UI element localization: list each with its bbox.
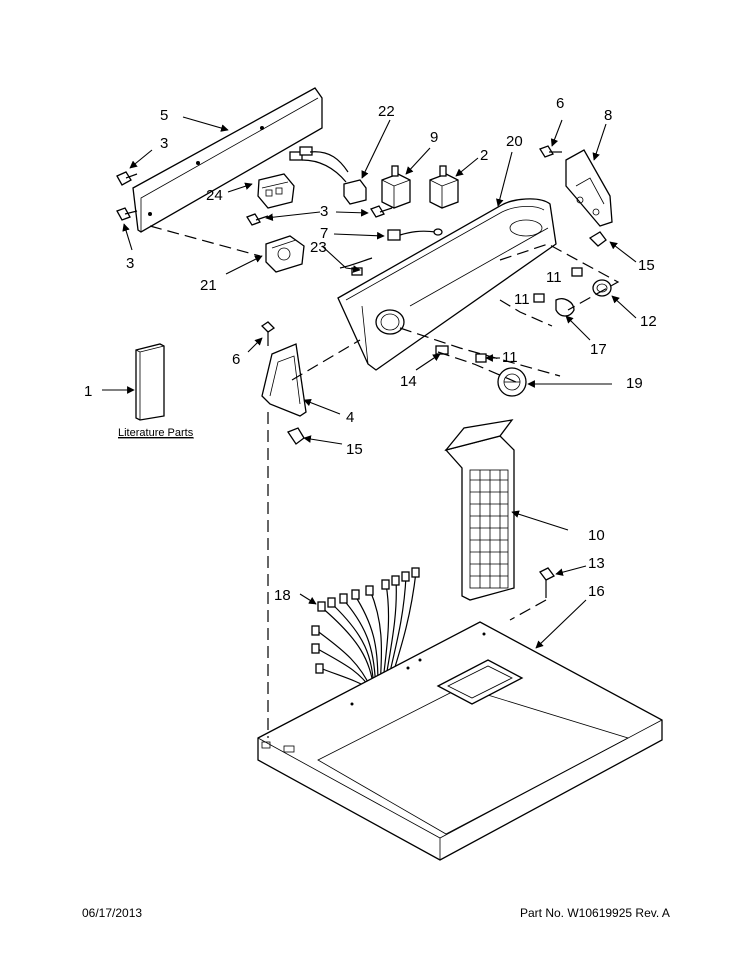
part-9-switch — [381, 165, 411, 209]
alignment-lines — [149, 225, 620, 738]
part-20-console-panel — [337, 198, 557, 371]
callout-20: 20 — [506, 133, 523, 150]
callout-10: 10 — [588, 527, 605, 544]
callout-15-upper: 15 — [638, 257, 655, 274]
part-11-bushing-b — [533, 293, 545, 303]
callout-17: 17 — [590, 341, 607, 358]
footer-part-number: Part No. W10619925 Rev. A — [520, 906, 670, 920]
part-15-clip-lower — [287, 427, 305, 445]
callout-1: 1 — [84, 383, 92, 400]
part-3-screw-right — [370, 205, 393, 218]
part-22-wire-harness — [289, 146, 367, 205]
callout-23: 23 — [310, 239, 327, 256]
callout-16: 16 — [588, 583, 605, 600]
part-21-timer-bracket — [265, 235, 305, 273]
part-8-console-support — [565, 149, 613, 227]
callout-13: 13 — [588, 555, 605, 572]
part-3-screw-lower-left — [116, 207, 138, 221]
part-11-bushing-c — [475, 353, 487, 363]
literature-parts-label: Literature Parts — [118, 427, 194, 439]
callout-labels: 5 3 3 22 9 2 20 6 8 24 3 7 23 21 15 11 1… — [84, 95, 657, 604]
part-12-knob — [592, 279, 612, 297]
callout-15-lower: 15 — [346, 441, 363, 458]
part-5-rear-panel — [132, 87, 323, 233]
part-24-terminal-block — [257, 173, 295, 209]
callout-22: 22 — [378, 103, 395, 120]
callout-6-upper: 6 — [556, 95, 564, 112]
part-17-knob — [555, 298, 575, 317]
part-13-screw — [539, 567, 555, 598]
part-10-lint-screen — [444, 419, 515, 601]
callout-21: 21 — [200, 277, 217, 294]
callout-9: 9 — [430, 129, 438, 146]
callout-6-lower: 6 — [232, 351, 240, 368]
callout-24: 24 — [206, 187, 223, 204]
part-3-screw-center — [246, 213, 269, 226]
callout-11-c: 11 — [502, 349, 518, 366]
callout-3-lower: 3 — [126, 255, 134, 272]
callout-3-center: 3 — [320, 203, 328, 220]
callout-4: 4 — [346, 409, 354, 426]
footer-date: 06/17/2013 — [82, 906, 143, 920]
callout-11-b: 11 — [514, 291, 530, 308]
part-7-connector — [387, 228, 443, 241]
part-6-screw-left — [260, 321, 276, 346]
leader-lines — [102, 116, 637, 649]
callout-3-upper: 3 — [160, 135, 168, 152]
callout-18: 18 — [274, 587, 291, 604]
callout-11-a: 11 — [546, 269, 562, 286]
part-1-literature — [135, 343, 165, 421]
part-4-end-cap — [261, 343, 307, 417]
callout-5: 5 — [160, 107, 168, 124]
part-19-knob — [497, 367, 527, 397]
part-15-clip-upper — [588, 231, 607, 247]
callout-8: 8 — [604, 107, 612, 124]
callout-2: 2 — [480, 147, 488, 164]
callout-12: 12 — [640, 313, 657, 330]
callout-14: 14 — [400, 373, 417, 390]
callout-19: 19 — [626, 375, 643, 392]
part-14-shaft — [435, 345, 449, 355]
part-2-switch — [429, 165, 459, 209]
callout-7: 7 — [320, 225, 328, 242]
part-3-screw-upper-left — [116, 171, 138, 186]
part-16-top-panel — [257, 621, 663, 861]
part-6-screw-right — [539, 145, 562, 158]
part-11-bushing-a — [571, 267, 583, 277]
